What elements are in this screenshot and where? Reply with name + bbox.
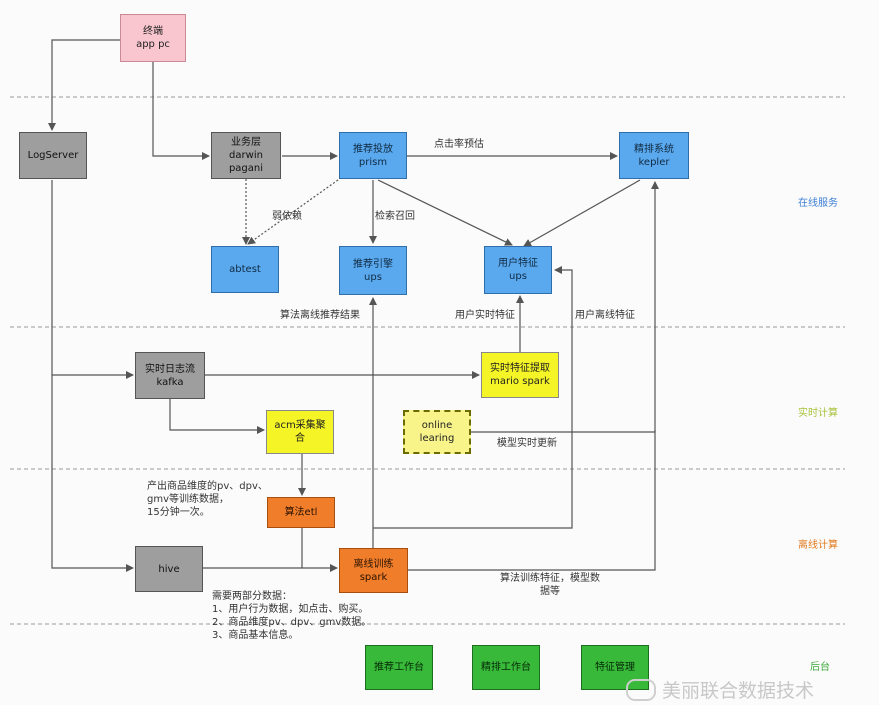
- feature-mgmt-node: 特征管理: [581, 645, 649, 690]
- user-realtime-feature-label: 用户实时特征: [455, 310, 515, 321]
- spark-train-label: 离线训练 spark: [353, 558, 394, 583]
- prism-node: 推荐投放 prism: [339, 132, 407, 179]
- user-feature-node: 用户特征 ups: [484, 246, 552, 294]
- retrieval-label: 检索召回: [375, 211, 415, 222]
- kepler-label: 精排系统 kepler: [634, 143, 674, 168]
- watermark: 美丽联合数据技术: [626, 676, 814, 703]
- hive-note: 需要两部分数据： 1、用户行为数据，如点击、购买。 2、商品维度pv、dpv、g…: [212, 591, 372, 641]
- logserver-label: LogServer: [27, 150, 79, 161]
- hive-node: hive: [135, 546, 203, 592]
- offline-result-label: 算法离线推荐结果: [280, 310, 360, 321]
- arrow-kafka-acm: [169, 399, 265, 434]
- rec-workbench-node: 推荐工作台: [365, 645, 433, 690]
- etl-label: 算法etl: [284, 507, 318, 518]
- mario-label: 实时特征提取 mario spark: [490, 363, 550, 387]
- zone-realtime-compute: 实时计算: [798, 408, 838, 419]
- business-label: 业务层 darwin pagani: [228, 137, 264, 174]
- rec-workbench-label: 推荐工作台: [374, 662, 424, 673]
- arrow-spark-userfeature: [373, 266, 573, 529]
- arrow-terminal-logserver: [48, 39, 120, 131]
- arrow-logserver-kafka: [51, 180, 134, 379]
- watermark-text: 美丽联合数据技术: [662, 680, 815, 702]
- arrow-prism-abtest: [247, 179, 339, 245]
- model-realtime-update-label: 模型实时更新: [497, 438, 557, 449]
- mario-node: 实时特征提取 mario spark: [481, 352, 559, 398]
- kafka-label: 实时日志流 kafka: [145, 363, 195, 388]
- rank-workbench-label: 精排工作台: [481, 662, 531, 673]
- ups-engine-label: 推荐引擎 ups: [353, 258, 393, 283]
- etl-node: 算法etl: [267, 497, 335, 528]
- terminal-node: 终端 app pc: [120, 14, 186, 62]
- logserver-node: LogServer: [19, 132, 87, 179]
- user-offline-feature-label: 用户离线特征: [575, 310, 635, 321]
- user-feature-label: 用户特征 ups: [498, 258, 538, 282]
- ups-engine-node: 推荐引擎 ups: [339, 246, 407, 295]
- arrow-spark-kepler: [408, 430, 656, 571]
- arrow-kepler-userfeature: [523, 179, 641, 247]
- abtest-label: abtest: [229, 264, 261, 275]
- wechat-icon: [626, 678, 656, 701]
- prism-label: 推荐投放 prism: [353, 143, 393, 168]
- online-learning-label: online learing: [419, 420, 455, 444]
- weak-dependency-label: 弱依赖: [272, 211, 302, 222]
- ctr-label: 点击率预估: [434, 139, 484, 150]
- hive-label: hive: [158, 563, 180, 575]
- arrow-prism-userfeature: [377, 179, 513, 246]
- abtest-node: abtest: [211, 246, 279, 293]
- kafka-node: 实时日志流 kafka: [135, 352, 205, 399]
- terminal-label: 终端 app pc: [136, 26, 170, 50]
- arrow-terminal-business: [152, 60, 210, 160]
- zone-offline-compute: 离线计算: [798, 540, 838, 551]
- business-node: 业务层 darwin pagani: [211, 132, 281, 179]
- acm-label: acm采集聚 合: [274, 420, 326, 444]
- zone-backend: 后台: [810, 662, 830, 673]
- etl-note: 产出商品维度的pv、dpv、 gmv等训练数据， 15分钟一次。: [147, 481, 268, 518]
- feature-mgmt-label: 特征管理: [595, 662, 635, 673]
- zone-online-service: 在线服务: [798, 198, 838, 209]
- acm-node: acm采集聚 合: [266, 410, 334, 454]
- spark-train-node: 离线训练 spark: [339, 548, 408, 593]
- kepler-node: 精排系统 kepler: [619, 132, 689, 179]
- online-learning-node: online learing: [403, 410, 471, 454]
- rank-workbench-node: 精排工作台: [472, 645, 540, 690]
- arrow-logserver-hive: [51, 375, 134, 572]
- train-output-label: 算法训练特征，模型数 据等: [500, 573, 600, 597]
